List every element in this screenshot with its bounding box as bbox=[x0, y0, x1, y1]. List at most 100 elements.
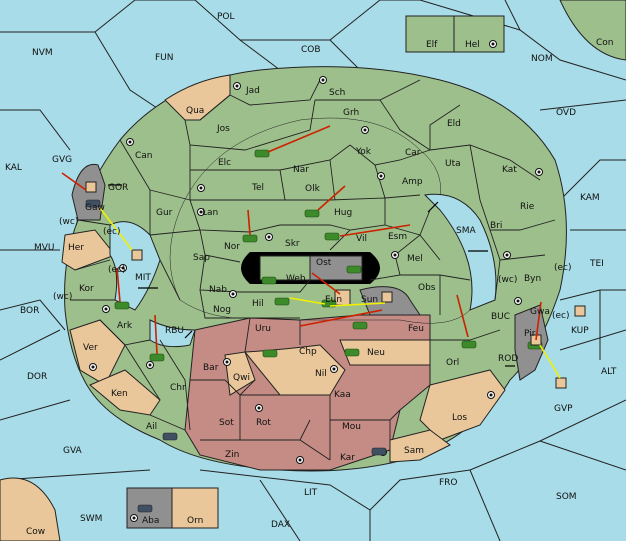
label-cow: Cow bbox=[26, 527, 45, 537]
label-nil: Nil bbox=[315, 369, 327, 379]
label-lit: LIT bbox=[304, 488, 318, 498]
tank-icon[interactable] bbox=[461, 340, 477, 349]
label-gwa: Gwa bbox=[530, 307, 550, 317]
tank-icon[interactable] bbox=[149, 353, 165, 362]
tank-icon[interactable] bbox=[254, 149, 270, 158]
label-hel: Hel bbox=[465, 40, 480, 50]
support-arrow-icon bbox=[289, 297, 326, 305]
region-los[interactable] bbox=[419, 369, 506, 441]
tank-icon[interactable] bbox=[344, 348, 360, 357]
label-nom: NOM bbox=[531, 54, 553, 64]
label-dor: DOR bbox=[27, 372, 47, 382]
support-arrow-icon bbox=[539, 344, 561, 379]
label-bri: Bri bbox=[490, 221, 502, 231]
label-kam: KAM bbox=[580, 193, 600, 203]
label-buc: BUC bbox=[491, 312, 510, 322]
order-arrow-icon bbox=[339, 224, 411, 237]
label-esm: Esm bbox=[388, 232, 407, 242]
region-nil[interactable] bbox=[243, 344, 346, 396]
tank-icon[interactable] bbox=[262, 349, 278, 358]
region-ost-fill bbox=[309, 255, 363, 281]
label-kup: KUP bbox=[571, 326, 589, 336]
labels: POL NVM FUN COB NOM Con Elf Hel OVD KAL … bbox=[5, 12, 617, 537]
label-wc-3: (wc) bbox=[498, 275, 517, 285]
label-kat: Kat bbox=[502, 165, 517, 175]
label-rie: Rie bbox=[520, 202, 535, 212]
label-elc: Elc bbox=[218, 158, 231, 168]
label-ec-2: (ec) bbox=[108, 265, 126, 275]
label-mvu: MVU bbox=[34, 243, 55, 253]
region-ver[interactable] bbox=[69, 319, 126, 386]
tank-icon[interactable] bbox=[137, 504, 153, 513]
tank-icon[interactable] bbox=[274, 297, 290, 306]
label-bar: Bar bbox=[203, 363, 219, 373]
label-som: SOM bbox=[556, 492, 577, 502]
fleet-marker[interactable] bbox=[381, 291, 393, 303]
land-borders bbox=[70, 75, 556, 461]
label-rot: Rot bbox=[256, 418, 271, 428]
tank-icon[interactable] bbox=[114, 301, 130, 310]
label-yok: Yok bbox=[355, 147, 372, 157]
fleet-marker[interactable] bbox=[131, 249, 143, 261]
fleet-marker[interactable] bbox=[85, 181, 97, 193]
support-arrow-icon bbox=[329, 302, 386, 307]
label-ver: Ver bbox=[83, 343, 98, 353]
label-chr: Chr bbox=[170, 383, 186, 393]
region-her[interactable] bbox=[61, 229, 116, 271]
supply-centers bbox=[89, 40, 543, 522]
region-sam[interactable] bbox=[389, 429, 451, 463]
label-eld: Eld bbox=[447, 119, 461, 129]
label-zin: Zin bbox=[225, 450, 239, 460]
label-aba: Aba bbox=[142, 516, 159, 526]
order-arrow-icon bbox=[247, 209, 251, 236]
tank-icon[interactable] bbox=[346, 265, 362, 274]
label-sch: Sch bbox=[329, 88, 345, 98]
label-kor: Kor bbox=[79, 284, 94, 294]
tank-icon[interactable] bbox=[261, 276, 277, 285]
label-cob: COB bbox=[301, 45, 321, 55]
tank-icon[interactable] bbox=[352, 321, 368, 330]
order-arrow-icon bbox=[456, 294, 469, 338]
label-lan: Lan bbox=[202, 208, 218, 218]
label-wc-2: (wc) bbox=[53, 292, 72, 302]
units bbox=[85, 149, 586, 513]
order-arrow-icon bbox=[116, 267, 121, 303]
support-arrows bbox=[99, 207, 561, 379]
tank-icon[interactable] bbox=[242, 234, 258, 243]
label-tel: Tel bbox=[251, 183, 264, 193]
label-ec-4: (ec) bbox=[552, 311, 570, 321]
label-orn: Orn bbox=[187, 516, 203, 526]
label-bor: BOR bbox=[20, 306, 39, 316]
order-arrow-icon bbox=[317, 185, 346, 211]
region-sma[interactable] bbox=[423, 193, 497, 311]
label-amp: Amp bbox=[402, 177, 423, 187]
label-nog: Nog bbox=[213, 305, 231, 315]
tank-icon[interactable] bbox=[371, 447, 387, 456]
label-feu: Feu bbox=[408, 324, 424, 334]
fleet-marker[interactable] bbox=[555, 377, 567, 389]
label-vil: Vil bbox=[356, 234, 367, 244]
label-rod: ROD bbox=[498, 354, 518, 364]
label-swm: SWM bbox=[80, 514, 102, 524]
tank-icon[interactable] bbox=[85, 199, 101, 208]
label-eun: Eun bbox=[325, 295, 342, 305]
tank-icon[interactable] bbox=[324, 232, 340, 241]
region-orn[interactable] bbox=[171, 487, 219, 529]
label-ail: Ail bbox=[146, 422, 157, 432]
fleet-marker[interactable] bbox=[574, 305, 586, 317]
label-orl: Orl bbox=[446, 358, 459, 368]
order-arrows bbox=[61, 125, 542, 355]
region-elf[interactable] bbox=[405, 15, 455, 53]
tank-icon[interactable] bbox=[304, 209, 320, 218]
label-grh: Grh bbox=[343, 108, 359, 118]
label-kar: Kar bbox=[340, 453, 355, 463]
label-los: Los bbox=[452, 413, 467, 423]
tank-icon[interactable] bbox=[162, 432, 178, 441]
label-sot: Sot bbox=[219, 418, 234, 428]
region-cow[interactable] bbox=[0, 477, 61, 541]
label-her: Her bbox=[68, 243, 84, 253]
label-can: Can bbox=[135, 151, 153, 161]
region-ken[interactable] bbox=[89, 369, 161, 416]
label-nvm: NVM bbox=[32, 48, 53, 58]
